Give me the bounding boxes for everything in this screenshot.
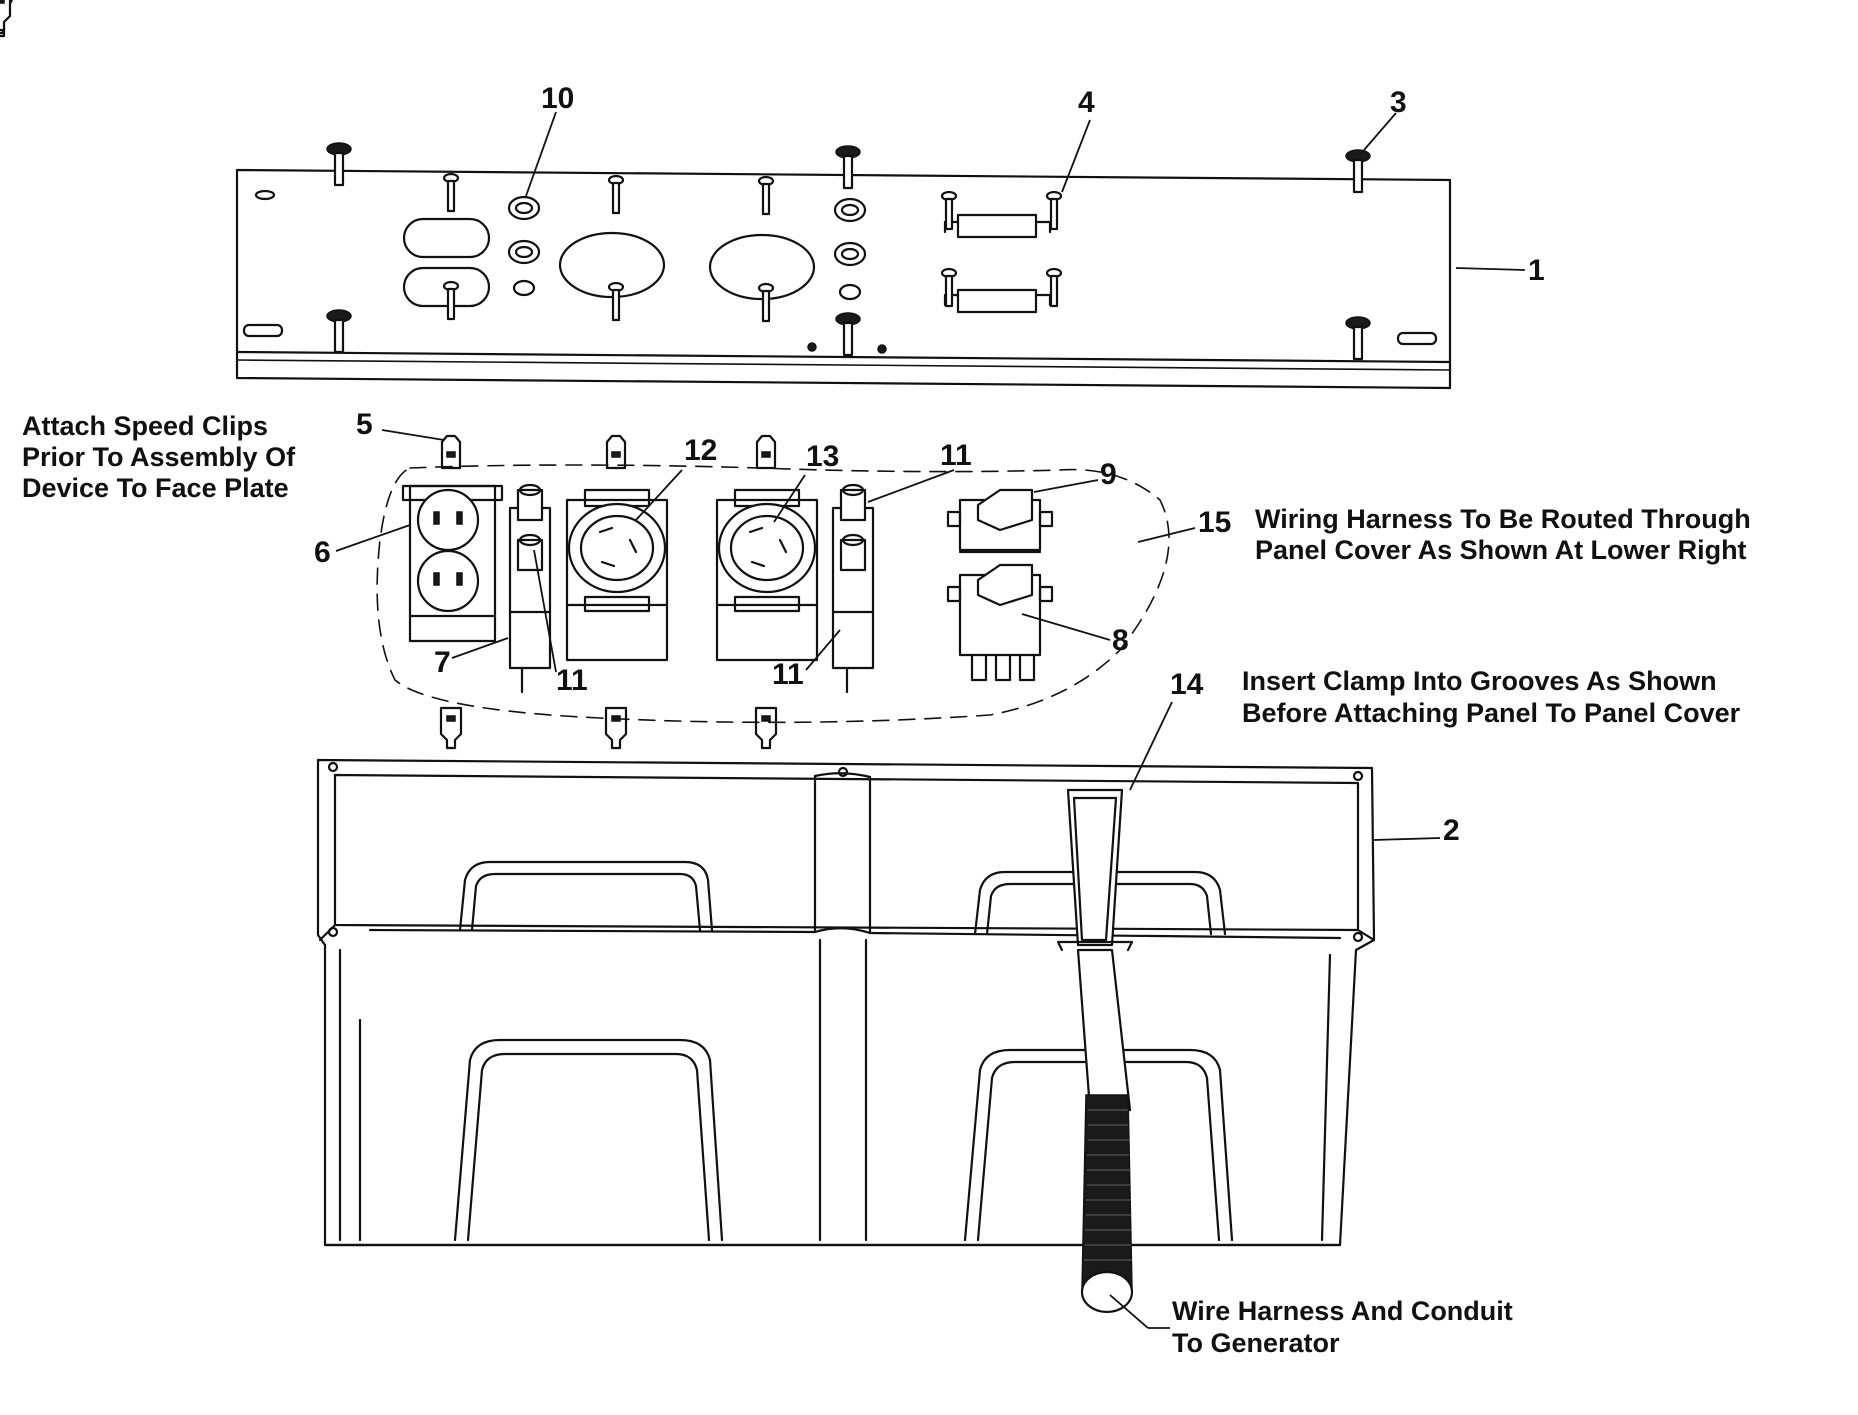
note-insert-clamp-line2: Before Attaching Panel To Panel Cover (1242, 698, 1741, 728)
callout-1: 1 (1528, 254, 1545, 287)
wiring-harness-boundary (376, 464, 1170, 724)
rocker-switch-upper (946, 488, 1054, 552)
callout-13: 13 (806, 440, 839, 473)
twist-lock-receptacle-12 (565, 488, 669, 662)
callout-14: 14 (1170, 668, 1204, 701)
leader-lines (335, 111, 1526, 1329)
duplex-receptacle (401, 484, 504, 643)
callout-7: 7 (434, 646, 451, 679)
circuit-breaker-right (831, 483, 875, 694)
callout-10: 10 (541, 82, 574, 115)
note-insert-clamp-line1: Insert Clamp Into Grooves As Shown (1242, 666, 1717, 696)
callout-8: 8 (1112, 624, 1129, 657)
note-speed-clips-line3: Device To Face Plate (22, 473, 289, 503)
callout-15: 15 (1198, 506, 1231, 539)
callout-11-left: 11 (556, 664, 588, 697)
note-wiring-harness-line2: Panel Cover As Shown At Lower Right (1255, 535, 1747, 565)
callout-11-right-top: 11 (940, 439, 972, 472)
callout-12: 12 (684, 434, 717, 467)
note-speed-clips: Attach Speed Clips Prior To Assembly Of … (22, 411, 296, 503)
note-wire-conduit-line1: Wire Harness And Conduit (1172, 1296, 1513, 1326)
callout-9: 9 (1100, 458, 1117, 491)
speed-clips (0, 0, 778, 750)
panel-cover (316, 758, 1376, 1247)
callout-2: 2 (1443, 814, 1460, 847)
callout-3: 3 (1390, 86, 1407, 119)
note-wiring-harness: Wiring Harness To Be Routed Through Pane… (1255, 504, 1751, 565)
callout-6: 6 (314, 536, 331, 569)
callout-11-right-bottom: 11 (772, 658, 804, 691)
note-wire-conduit: Wire Harness And Conduit To Generator (1172, 1296, 1513, 1358)
conduit-clamp (1056, 788, 1134, 1112)
rocker-switch-lower (946, 550, 1054, 682)
callout-numbers: 1 2 3 4 5 6 7 8 9 10 11 11 11 11 12 13 1… (314, 82, 1545, 847)
note-wire-conduit-line2: To Generator (1172, 1328, 1340, 1358)
note-speed-clips-line2: Prior To Assembly Of (22, 442, 296, 472)
twist-lock-receptacle-13 (715, 488, 819, 662)
note-speed-clips-line1: Attach Speed Clips (22, 411, 268, 441)
callout-5: 5 (356, 408, 373, 441)
circuit-breaker-left (508, 483, 552, 694)
note-wiring-harness-line1: Wiring Harness To Be Routed Through (1255, 504, 1751, 534)
callout-4: 4 (1078, 86, 1095, 119)
wire-conduit (1080, 1094, 1134, 1314)
note-insert-clamp: Insert Clamp Into Grooves As Shown Befor… (1242, 666, 1741, 728)
